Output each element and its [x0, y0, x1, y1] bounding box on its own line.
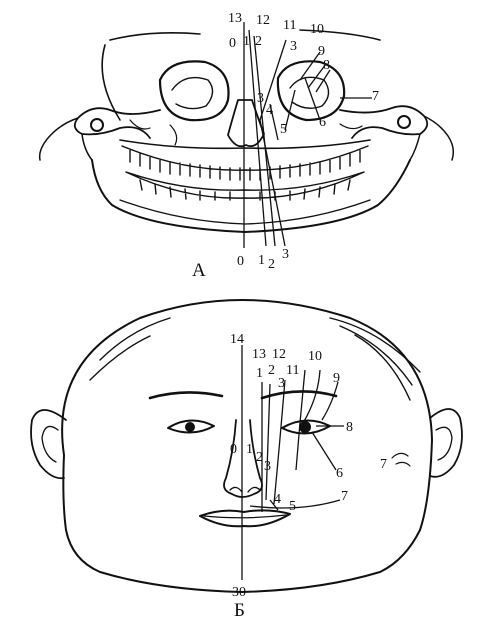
face-guide-10	[300, 370, 320, 428]
face-right-ear-inner	[436, 427, 452, 460]
label-b-10: 10	[308, 349, 322, 364]
face-right-cheek-strokes	[392, 453, 410, 466]
label-b-6: 6	[336, 466, 343, 481]
label-b-1-top: 1	[256, 366, 263, 381]
skull-left-zygomatic	[75, 108, 160, 138]
face-left-ear-inner	[42, 426, 58, 462]
face-left-eyebrow	[150, 392, 222, 398]
skull-mandible-inner	[120, 200, 370, 224]
panel-b-face: 14 13 12 10 1 2 11 3 9 8 0 1 2 3 6 7 4 5…	[31, 300, 462, 620]
skull-right-zygomatic	[340, 106, 427, 138]
label-b-7-ear: 7	[380, 457, 387, 472]
label-a-0-bot: 0	[237, 254, 244, 269]
face-hairline-left	[90, 318, 170, 380]
label-a-5: 5	[280, 122, 287, 137]
face-left-pupil	[185, 422, 195, 432]
skull-maxilla	[120, 140, 370, 148]
guide-line-6	[305, 78, 320, 120]
label-a-9: 9	[318, 44, 325, 59]
skull-right-mastoid	[410, 116, 453, 160]
label-b-11: 11	[286, 363, 299, 378]
label-a-3-mid: 3	[257, 91, 264, 106]
label-a-1-bot: 1	[258, 253, 265, 268]
label-a-3-bot: 3	[282, 247, 289, 262]
label-a-13: 13	[228, 11, 242, 26]
caption-a: А	[192, 260, 206, 281]
label-a-3-top: 3	[290, 39, 297, 54]
label-b-2-top: 2	[268, 363, 275, 378]
face-nostrils	[230, 487, 260, 492]
skull-right-orbit	[278, 61, 344, 120]
label-b-2-mid: 2	[256, 450, 263, 465]
skull-left-ear-canal	[91, 119, 103, 131]
skull-right-ear-canal	[398, 116, 410, 128]
label-b-3-top: 3	[278, 376, 285, 391]
skull-lower-teeth	[126, 172, 364, 200]
label-a-0-top: 0	[229, 36, 236, 51]
label-a-8: 8	[323, 58, 330, 73]
label-b-3-mid: 3	[264, 459, 271, 474]
guide-line-3a	[260, 40, 286, 120]
face-right-eyebrow	[262, 391, 336, 398]
face-guide-2	[266, 384, 270, 500]
skull-left-orbit	[160, 61, 229, 120]
label-b-8: 8	[346, 420, 353, 435]
label-b-1-mid: 1	[246, 442, 253, 457]
skull-upper-teeth	[122, 146, 368, 180]
skull-left-orbit-inner	[172, 78, 213, 109]
label-b-5: 5	[289, 499, 296, 514]
label-a-2-top: 2	[255, 34, 262, 49]
label-b-4: 4	[274, 492, 281, 507]
label-a-1-top: 1	[243, 34, 250, 49]
face-right-ear	[430, 409, 462, 477]
face-guide-3	[274, 380, 285, 504]
label-b-7-mouth: 7	[341, 489, 348, 504]
label-a-11: 11	[283, 18, 296, 33]
panel-a-skull: 13 12 11 10 9 8 0 1 2 3 3 4 5 6 7 0 1 2 …	[40, 11, 454, 281]
label-a-12: 12	[256, 13, 270, 28]
face-left-ear	[31, 410, 66, 478]
face-guide-6	[312, 432, 336, 470]
skull-left-mastoid	[40, 118, 92, 160]
face-mouth-line	[204, 515, 286, 518]
label-a-2-bot: 2	[268, 257, 275, 272]
label-b-12: 12	[272, 347, 286, 362]
label-b-13: 13	[252, 347, 266, 362]
label-a-6: 6	[319, 115, 326, 130]
caption-b: Б	[234, 600, 245, 620]
panel-a-guide-lines	[244, 22, 372, 248]
label-b-9: 9	[333, 371, 340, 386]
label-b-30: 30	[232, 585, 246, 600]
label-b-14: 14	[230, 332, 244, 347]
skull-cheek-strokes	[130, 120, 362, 145]
skull-nasal-aperture	[228, 100, 264, 146]
face-guide-9	[322, 382, 338, 420]
label-a-4: 4	[266, 103, 273, 118]
label-a-7: 7	[372, 89, 379, 104]
label-a-10: 10	[310, 22, 324, 37]
label-b-0: 0	[230, 442, 237, 457]
